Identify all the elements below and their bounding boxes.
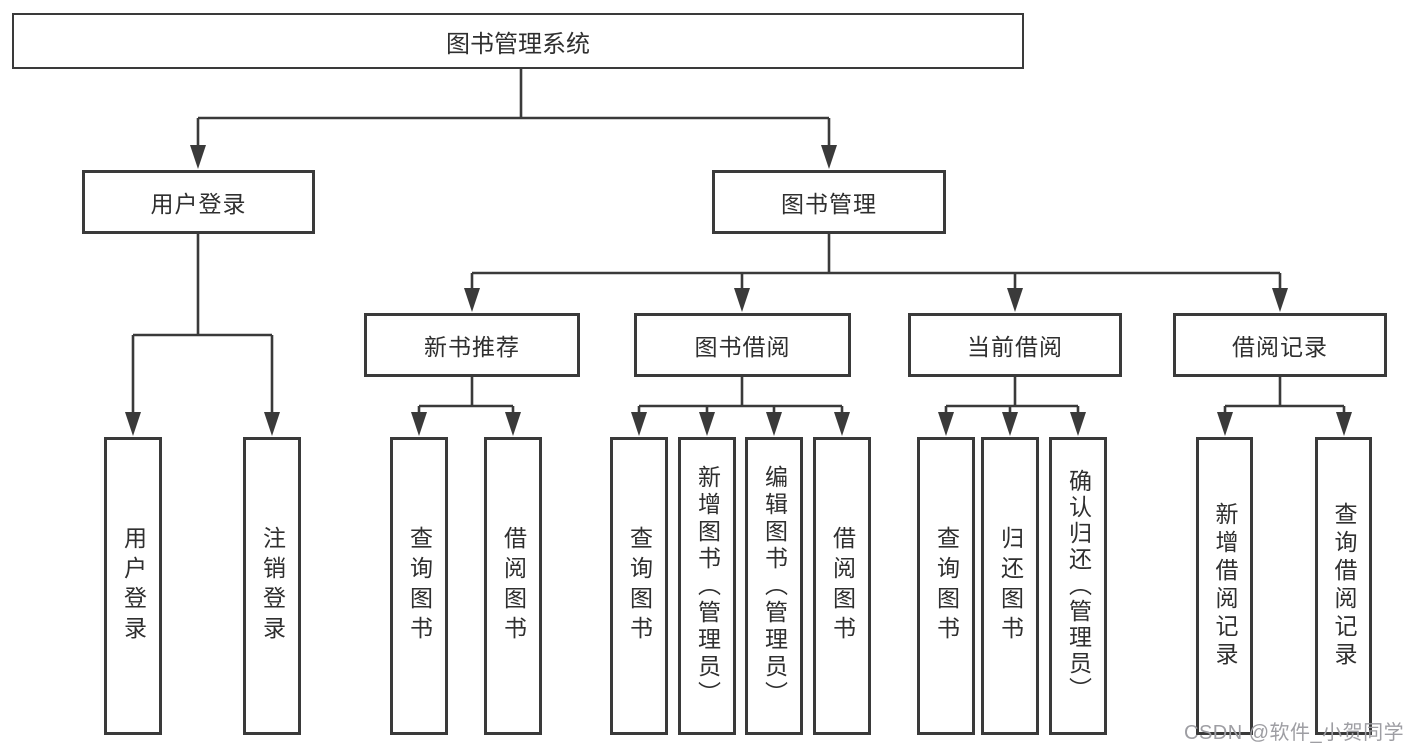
node-label: 归还图书 <box>997 526 1024 646</box>
node-label: 新增借阅记录 <box>1212 502 1238 670</box>
node-library-management-system: 图书管理系统 <box>12 13 1024 69</box>
node-leaf-logout: 注销登录 <box>243 437 301 735</box>
node-leaf-query-books-borrow: 查询图书 <box>610 437 668 735</box>
node-user-login: 用户登录 <box>82 170 315 234</box>
node-book-management: 图书管理 <box>712 170 946 234</box>
node-label: 借阅图书 <box>829 526 856 646</box>
node-book-borrowing: 图书借阅 <box>634 313 851 377</box>
node-label: 查询图书 <box>406 526 433 646</box>
node-label: 借阅记录 <box>1232 334 1328 360</box>
node-leaf-borrow-books: 借阅图书 <box>813 437 871 735</box>
node-leaf-query-books-rec: 查询图书 <box>390 437 448 735</box>
node-label: 注销登录 <box>259 526 286 646</box>
node-leaf-user-login: 用户登录 <box>104 437 162 735</box>
node-leaf-query-borrow-record: 查询借阅记录 <box>1315 437 1372 735</box>
node-label: 确认归还（管理员） <box>1065 469 1092 703</box>
node-leaf-return-books: 归还图书 <box>981 437 1039 735</box>
node-leaf-query-books-current: 查询图书 <box>917 437 975 735</box>
node-label: 查询图书 <box>626 526 653 646</box>
node-label: 用户登录 <box>150 191 247 217</box>
node-label: 当前借阅 <box>967 334 1063 360</box>
node-borrowing-records: 借阅记录 <box>1173 313 1387 377</box>
node-label: 用户登录 <box>120 526 147 646</box>
node-leaf-confirm-return-admin: 确认归还（管理员） <box>1049 437 1107 735</box>
node-leaf-borrow-books-rec: 借阅图书 <box>484 437 542 735</box>
node-new-book-recommendation: 新书推荐 <box>364 313 580 377</box>
node-leaf-add-borrow-record: 新增借阅记录 <box>1196 437 1253 735</box>
node-leaf-add-book-admin: 新增图书（管理员） <box>678 437 736 735</box>
node-label: 图书管理系统 <box>446 30 590 58</box>
node-current-borrowing: 当前借阅 <box>908 313 1122 377</box>
node-leaf-edit-book-admin: 编辑图书（管理员） <box>745 437 803 735</box>
node-label: 新增图书（管理员） <box>694 464 721 708</box>
node-label: 新书推荐 <box>424 334 520 360</box>
node-label: 图书管理 <box>781 191 877 217</box>
node-label: 查询借阅记录 <box>1331 502 1357 670</box>
node-label: 图书借阅 <box>694 334 791 360</box>
watermark-text: CSDN @软件_小贺同学 <box>1184 722 1405 744</box>
node-label: 借阅图书 <box>500 526 527 646</box>
node-label: 查询图书 <box>933 526 960 646</box>
node-label: 编辑图书（管理员） <box>761 464 788 708</box>
